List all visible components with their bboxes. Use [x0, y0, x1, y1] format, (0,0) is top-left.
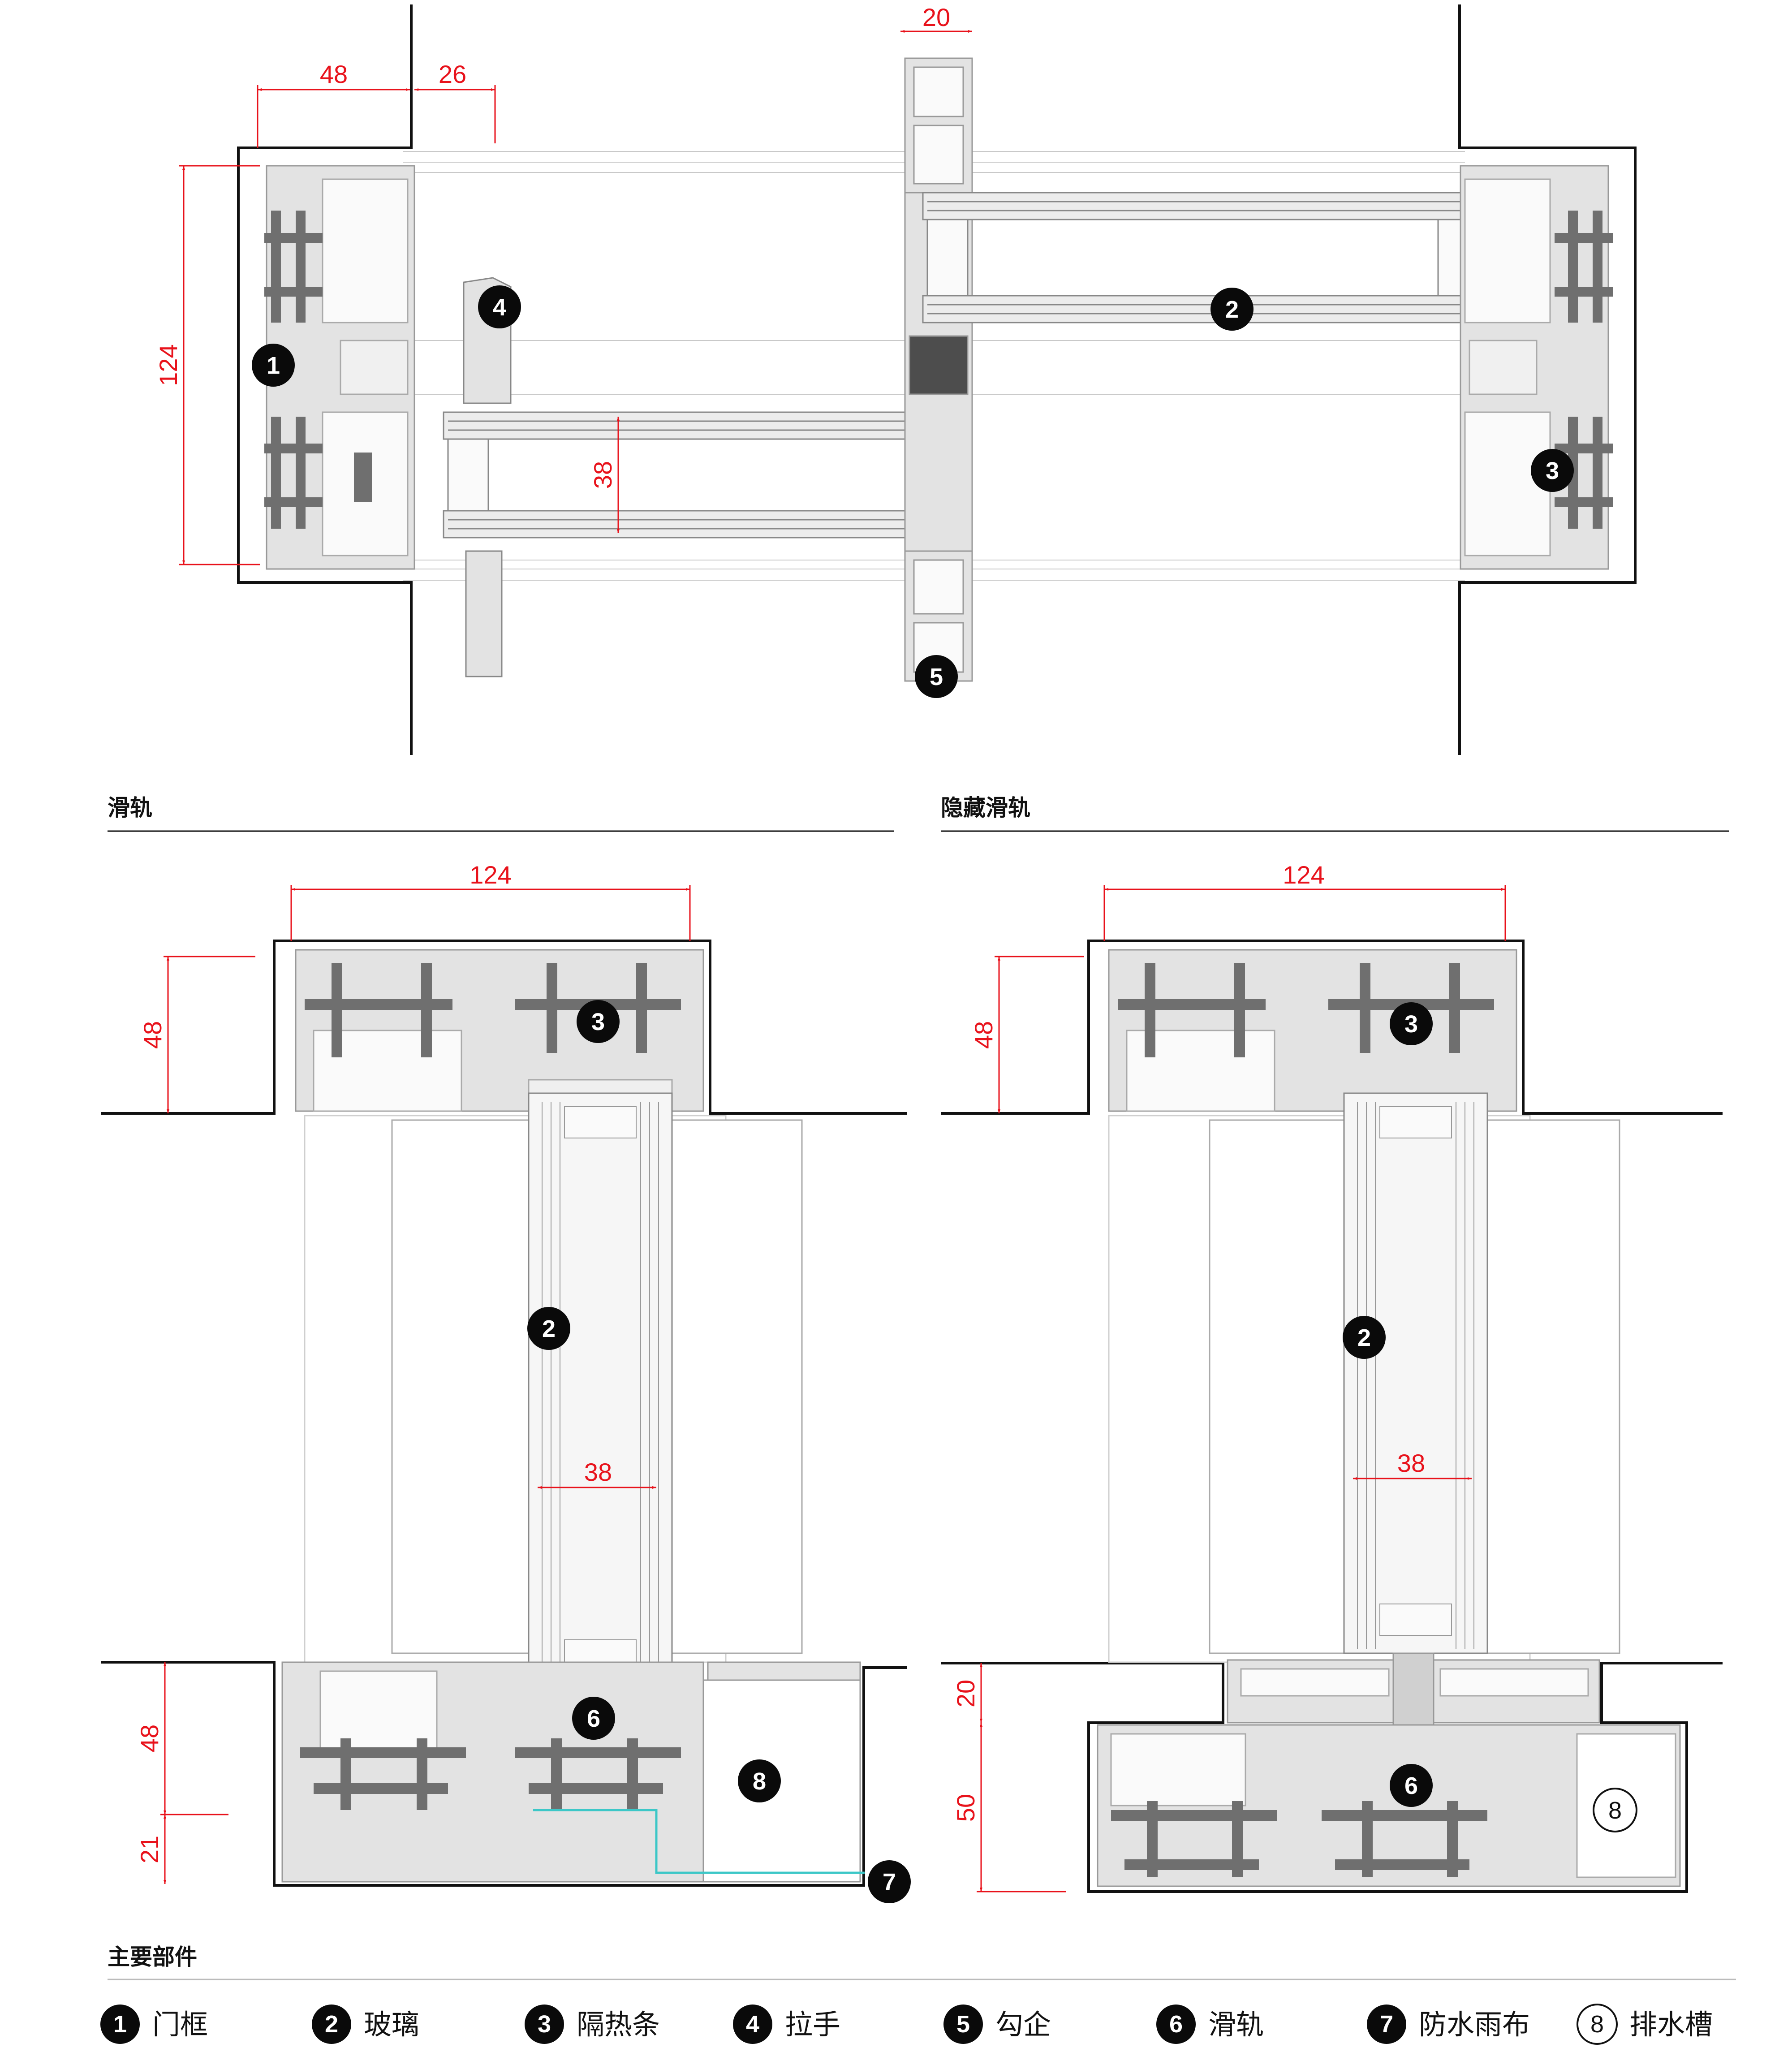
- legend-item-4: 4 拉手: [733, 2005, 840, 2044]
- svg-text:拉手: 拉手: [785, 2008, 840, 2041]
- callout-2: 2: [1210, 288, 1254, 331]
- callout-3: 3: [1531, 449, 1574, 492]
- right-sash-glass-vertical: [1108, 1092, 1620, 1663]
- dim-drain: 21: [135, 1836, 164, 1863]
- svg-text:4: 4: [746, 2011, 759, 2038]
- svg-text:2: 2: [1225, 296, 1239, 323]
- legend-item-2: 2 玻璃: [312, 2005, 419, 2044]
- svg-text:4: 4: [493, 294, 506, 321]
- legend-item-3: 3 隔热条: [525, 2005, 660, 2044]
- svg-text:7: 7: [1380, 2011, 1393, 2038]
- left-wall-outline: [101, 940, 907, 1887]
- svg-text:2: 2: [542, 1315, 556, 1342]
- svg-text:门框: 门框: [152, 2008, 208, 2041]
- svg-text:3: 3: [538, 2011, 551, 2038]
- wall-outline: [237, 4, 1637, 755]
- svg-text:6: 6: [1404, 1772, 1418, 1799]
- right-sill-profile: [1097, 1652, 1681, 1887]
- svg-text:6: 6: [587, 1705, 600, 1732]
- legend-item-1: 1 门框: [100, 2005, 208, 2044]
- section-title-hidden-track: 隐藏滑轨: [941, 795, 1030, 821]
- svg-text:8: 8: [753, 1768, 766, 1795]
- legend-title: 主要部件: [108, 1944, 197, 1970]
- svg-text:勾企: 勾企: [995, 2008, 1051, 2041]
- callout-6: 6: [1390, 1764, 1433, 1807]
- callout-1: 1: [252, 344, 295, 387]
- interlock-profile: [904, 57, 973, 682]
- legend-item-7: 7 防水雨布: [1367, 2005, 1530, 2044]
- svg-text:5: 5: [930, 664, 943, 690]
- thermal-break-right: [1555, 211, 1613, 529]
- left-sill-profile: [281, 1661, 865, 1883]
- waterproof-membrane: [533, 1809, 865, 1874]
- svg-text:1: 1: [267, 352, 280, 379]
- callout-6: 6: [572, 1697, 615, 1740]
- dim-head: 48: [969, 1021, 998, 1049]
- right-frame-profile: [1460, 165, 1613, 570]
- svg-text:2: 2: [325, 2011, 338, 2038]
- section-title-track: 滑轨: [108, 795, 152, 821]
- svg-text:8: 8: [1608, 1797, 1622, 1824]
- dim-glass: 38: [584, 1458, 612, 1486]
- svg-text:1: 1: [113, 2011, 127, 2038]
- callout-7: 7: [868, 1860, 911, 1903]
- dim-height: 124: [154, 344, 182, 386]
- dim-sill-top: 20: [952, 1680, 980, 1707]
- dim-head: 48: [138, 1021, 167, 1049]
- legend-item-8: 8 排水槽: [1577, 2004, 1713, 2045]
- right-section-dimensions: [977, 885, 1506, 1892]
- dim-interlock: 20: [922, 3, 950, 31]
- callout-5: 5: [915, 655, 958, 698]
- handle-profile: [463, 277, 512, 677]
- callout-2: 2: [1343, 1316, 1386, 1359]
- dim-glass: 38: [1397, 1449, 1425, 1477]
- callout-8: 8: [738, 1759, 781, 1802]
- left-sash-glass-vertical: [304, 1092, 803, 1690]
- svg-text:3: 3: [591, 1009, 605, 1035]
- svg-text:滑轨: 滑轨: [1208, 2008, 1264, 2041]
- svg-text:2: 2: [1357, 1324, 1371, 1351]
- dim-sill: 50: [952, 1794, 980, 1822]
- legend-item-5: 5 勾企: [943, 2005, 1051, 2044]
- legend-item-6: 6 滑轨: [1156, 2005, 1264, 2044]
- callout-3: 3: [1390, 1002, 1433, 1045]
- dim-glass: 38: [589, 461, 617, 489]
- svg-text:3: 3: [1546, 457, 1559, 484]
- callout-8: 8: [1593, 1788, 1637, 1832]
- svg-text:7: 7: [883, 1869, 896, 1896]
- left-sash-glass: [443, 411, 969, 539]
- legend: 主要部件 1 门框 2 玻璃 3 隔热条 4 拉手 5 勾企 6 滑轨 7 防水雨布 8 排水槽: [100, 1944, 1736, 2045]
- callout-4: 4: [478, 285, 521, 328]
- dim-frame-depth: 48: [320, 60, 348, 88]
- right-wall-outline: [941, 940, 1723, 1893]
- dim-offset: 26: [439, 60, 466, 88]
- right-section: 隐藏滑轨: [941, 795, 1729, 1893]
- right-sash-glass: [922, 192, 1484, 323]
- svg-text:排水槽: 排水槽: [1629, 2008, 1713, 2041]
- svg-text:玻璃: 玻璃: [364, 2008, 419, 2041]
- svg-text:6: 6: [1169, 2011, 1183, 2038]
- svg-text:3: 3: [1404, 1011, 1418, 1038]
- svg-text:8: 8: [1590, 2011, 1604, 2038]
- svg-text:5: 5: [956, 2011, 970, 2038]
- dim-sill: 48: [135, 1724, 164, 1752]
- right-head-profile: [1108, 949, 1517, 1112]
- left-frame-profile: [264, 165, 415, 570]
- plan-dimensions: [179, 30, 972, 565]
- plan-view: 48 26 20 124 38 1 4 2 3 5: [154, 3, 1637, 755]
- left-section: 滑轨: [101, 795, 911, 1903]
- callout-2: 2: [527, 1307, 570, 1350]
- left-head-profile: [295, 949, 704, 1117]
- left-section-dimensions: [160, 885, 691, 1884]
- svg-text:隔热条: 隔热条: [577, 2008, 660, 2041]
- svg-text:防水雨布: 防水雨布: [1419, 2008, 1530, 2041]
- dim-width: 124: [1283, 861, 1324, 889]
- dim-width: 124: [470, 861, 511, 889]
- callout-3: 3: [577, 1000, 620, 1043]
- thermal-break-left: [264, 211, 372, 529]
